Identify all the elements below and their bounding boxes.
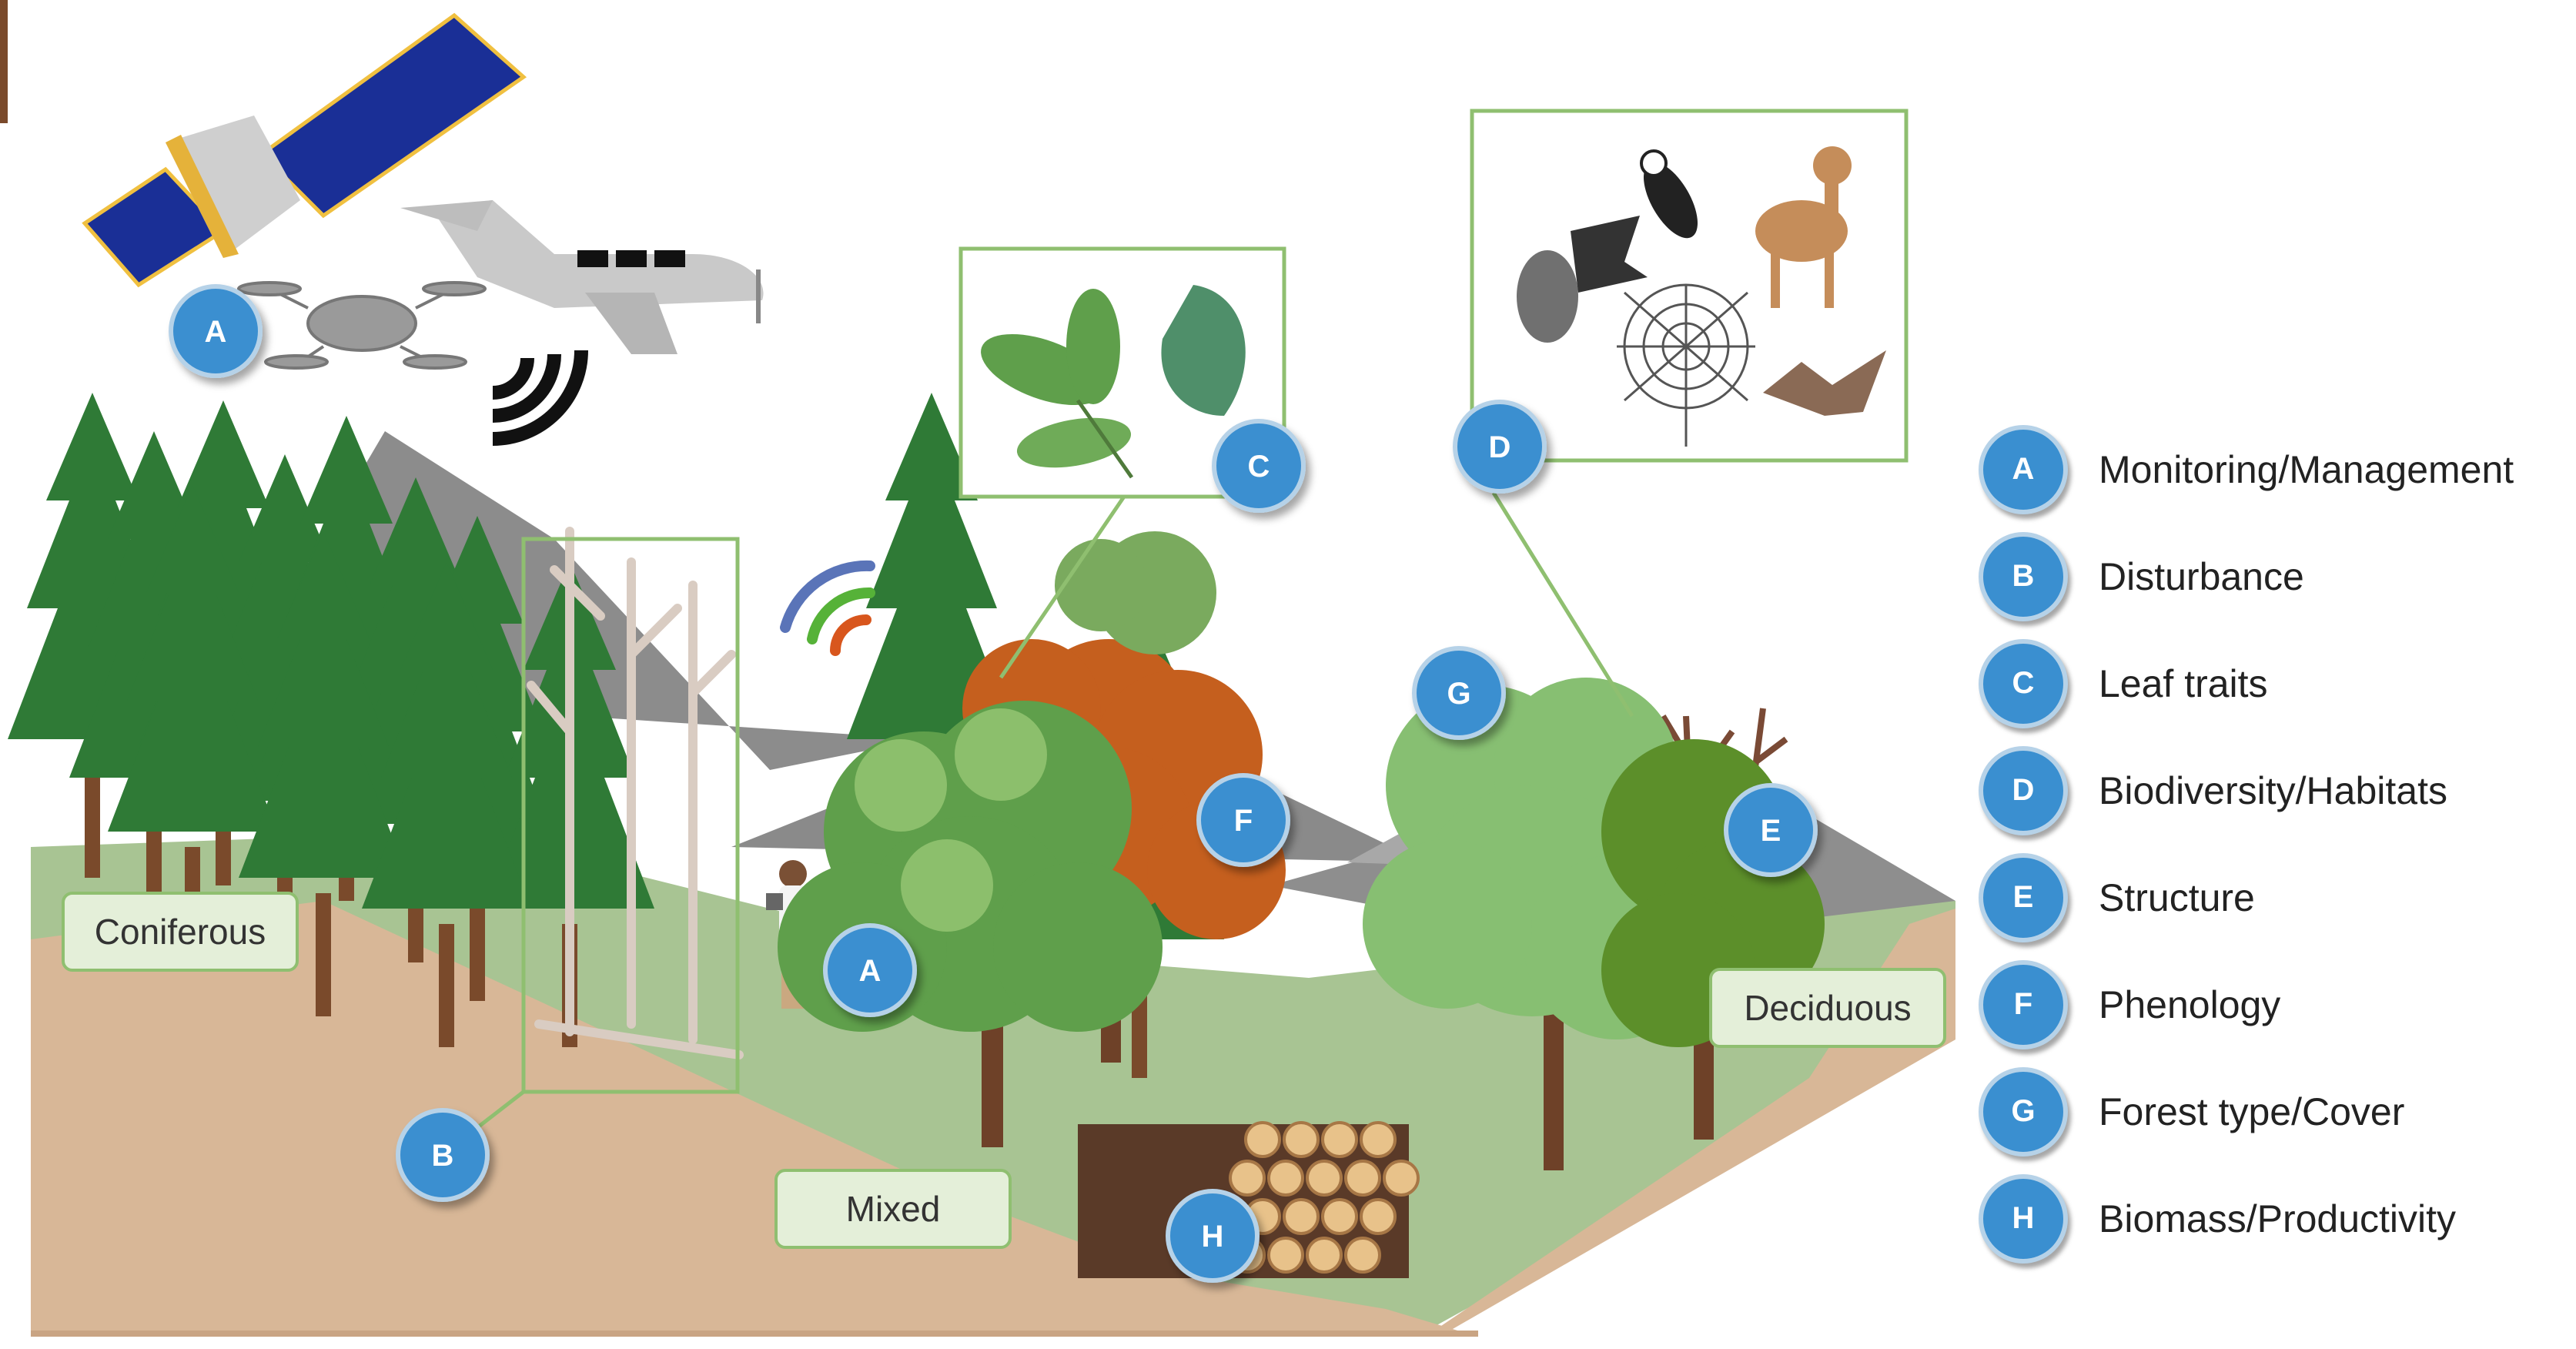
legend-badge-d: D <box>1979 745 2068 835</box>
badge-b: B <box>396 1108 490 1202</box>
badge-c-letter: C <box>1248 450 1270 484</box>
deciduous-label-text: Deciduous <box>1744 988 1912 1028</box>
legend-item-biomass: H Biomass/Productivity <box>1979 1165 2514 1272</box>
badge-g: G <box>1412 646 1506 740</box>
coniferous-label: Coniferous <box>62 892 299 972</box>
legend-text-leaf-traits: Leaf traits <box>2099 661 2268 705</box>
connector-c <box>999 495 1126 679</box>
badge-c: C <box>1212 419 1306 513</box>
soil-right <box>1432 909 1955 1332</box>
bat-icon <box>1763 350 1886 416</box>
coniferous-trees <box>0 0 1224 1078</box>
legend-item-structure: E Structure <box>1979 844 2514 951</box>
legend-badge-h: H <box>1979 1173 2068 1264</box>
legend-badge-b: B <box>1979 531 2068 621</box>
badge-f: F <box>1196 773 1290 867</box>
deer-icon <box>1755 146 1852 308</box>
badge-a-top-letter: A <box>205 315 227 349</box>
legend-item-biodiversity: D Biodiversity/Habitats <box>1979 737 2514 844</box>
badges: A A B C D E F G <box>169 284 1818 1283</box>
mixed-label-text: Mixed <box>845 1189 941 1229</box>
legend-text-biodiversity: Biodiversity/Habitats <box>2099 768 2447 812</box>
badge-g-letter: G <box>1447 677 1470 711</box>
legend-item-phenology: F Phenology <box>1979 951 2514 1058</box>
badge-h-letter: H <box>1202 1220 1224 1254</box>
ground-base <box>31 1331 1478 1337</box>
dead-snags <box>527 527 744 1059</box>
connector-d <box>1491 491 1634 718</box>
woodpecker-icon <box>1640 149 1698 239</box>
legend-text-structure: Structure <box>2099 875 2255 919</box>
badge-a-field: A <box>823 923 917 1017</box>
satellite-icon <box>82 12 527 288</box>
legend-badge-c: C <box>1979 638 2068 728</box>
legend-item-monitoring: A Monitoring/Management <box>1979 416 2514 523</box>
badge-e-letter: E <box>1761 814 1781 848</box>
signal-waves-icon <box>492 350 588 446</box>
legend-item-forest-type: G Forest type/Cover <box>1979 1058 2514 1165</box>
badge-a-field-letter: A <box>859 954 882 988</box>
badge-b-letter: B <box>432 1139 454 1173</box>
airplane-icon <box>400 200 764 354</box>
badge-e: E <box>1724 783 1818 877</box>
disturbance-frame <box>521 537 740 1094</box>
mixed-label: Mixed <box>774 1169 1012 1249</box>
badge-d: D <box>1453 400 1547 494</box>
legend-text-disturbance: Disturbance <box>2099 554 2304 598</box>
legend-item-disturbance: B Disturbance <box>1979 523 2514 630</box>
deciduous-trees <box>1363 678 1825 1170</box>
legend-text-biomass: Biomass/Productivity <box>2099 1197 2457 1240</box>
badge-a-top: A <box>169 284 263 378</box>
badge-f-letter: F <box>1234 804 1253 838</box>
legend-item-leaf-traits: C Leaf traits <box>1979 630 2514 737</box>
legend-badge-f: F <box>1979 959 2068 1049</box>
legend-text-forest-type: Forest type/Cover <box>2099 1090 2405 1133</box>
coniferous-label-text: Coniferous <box>94 912 266 952</box>
legend-badge-e: E <box>1979 852 2068 942</box>
legend-text-monitoring: Monitoring/Management <box>2099 447 2514 491</box>
grouse-icon <box>1517 216 1648 343</box>
wildlife-icons <box>1517 146 1886 447</box>
leaf-icons <box>981 285 1246 479</box>
color-signal-waves-icon <box>780 560 875 656</box>
drone-icon <box>237 281 487 370</box>
legend-text-phenology: Phenology <box>2099 982 2281 1026</box>
legend: A Monitoring/Management B Disturbance C … <box>1979 416 2514 1272</box>
badge-d-letter: D <box>1489 430 1511 464</box>
badge-h: H <box>1166 1189 1260 1283</box>
legend-badge-a: A <box>1979 424 2068 514</box>
legend-badge-g: G <box>1979 1066 2068 1157</box>
spiderweb-icon <box>1617 283 1755 447</box>
soil-hill <box>31 901 1463 1332</box>
deciduous-label: Deciduous <box>1709 968 1946 1048</box>
